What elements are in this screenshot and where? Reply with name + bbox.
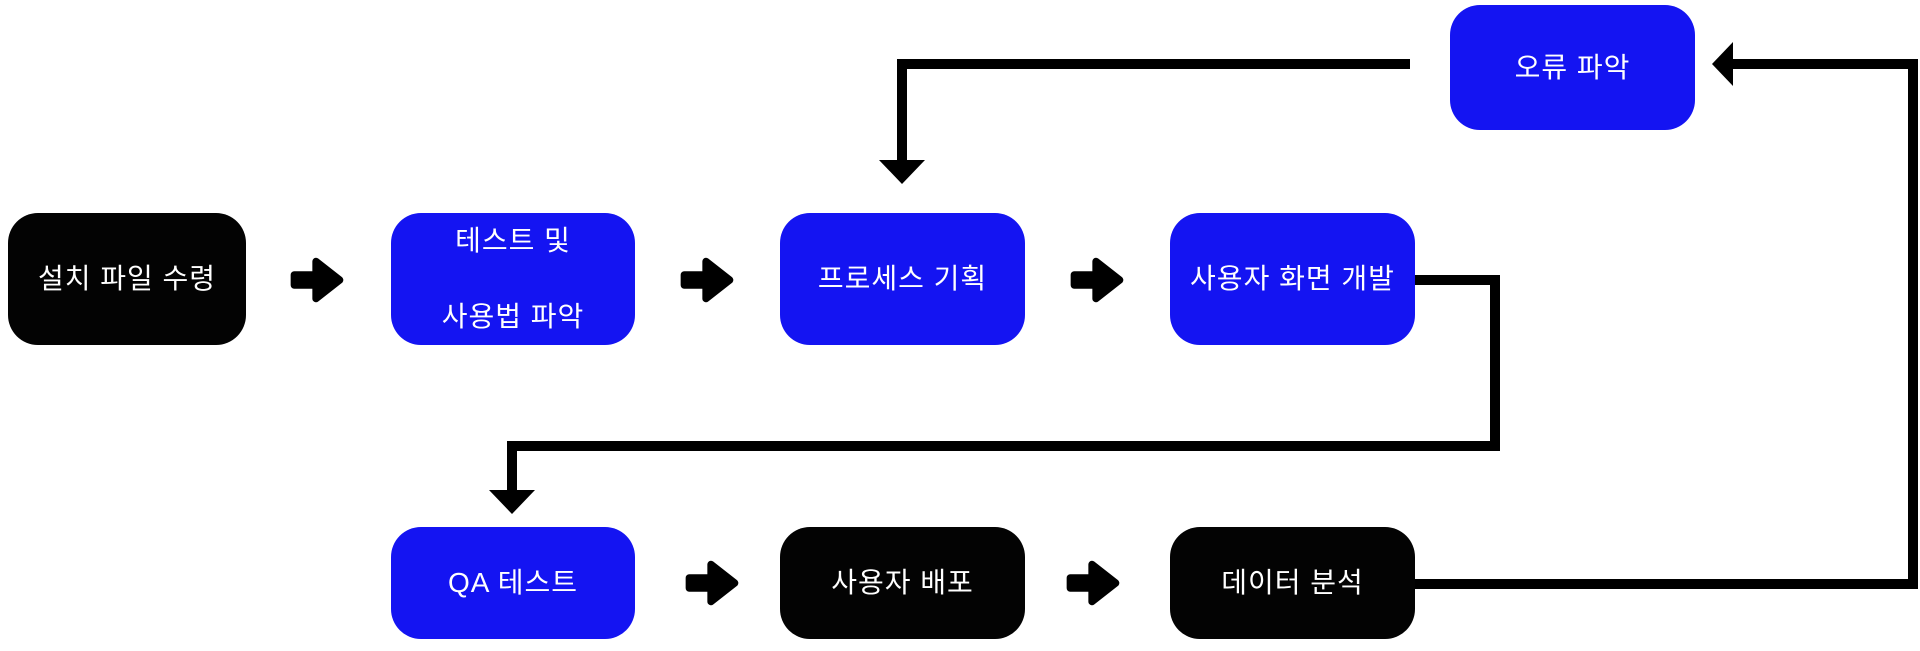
flow-arrow-icon [290, 257, 344, 303]
node-label: 설치 파일 수령 [37, 263, 217, 294]
node-label: 테스트 및 사용법 파악 [441, 225, 585, 332]
node-qa-test: QA 테스트 [391, 527, 635, 639]
connector-error-to-process-hline [897, 59, 1410, 69]
connector-error-to-process-vline [897, 59, 907, 160]
node-label: 프로세스 기획 [817, 263, 988, 294]
node-label: 사용자 화면 개발 [1190, 263, 1395, 294]
node-error-identification: 오류 파악 [1450, 5, 1695, 130]
flow-arrow-icon [1070, 257, 1124, 303]
node-label: 데이터 분석 [1221, 567, 1364, 598]
connector-uidev-to-qa-hline-2 [507, 441, 1500, 451]
connector-analysis-to-error-vline [1908, 59, 1918, 589]
node-data-analysis: 데이터 분석 [1170, 527, 1415, 639]
node-process-planning: 프로세스 기획 [780, 213, 1025, 345]
arrowhead-left-icon [1712, 42, 1733, 86]
node-label: 오류 파악 [1514, 51, 1631, 83]
connector-analysis-to-error-hline-bottom [1415, 579, 1918, 589]
flow-arrow-icon [685, 560, 739, 606]
connector-analysis-to-error-hline-top [1733, 59, 1913, 69]
flow-arrow-icon [1066, 560, 1120, 606]
connector-uidev-to-qa-vline-2 [507, 441, 517, 490]
arrowhead-down-icon [489, 490, 535, 514]
connector-uidev-to-qa-hline-1 [1415, 275, 1500, 285]
node-receive-install-file: 설치 파일 수령 [8, 213, 246, 345]
node-user-deployment: 사용자 배포 [780, 527, 1025, 639]
node-label: 사용자 배포 [831, 567, 974, 598]
node-label: QA 테스트 [448, 567, 578, 598]
node-test-and-usage: 테스트 및 사용법 파악 [391, 213, 635, 345]
node-ui-development: 사용자 화면 개발 [1170, 213, 1415, 345]
flow-arrow-icon [680, 257, 734, 303]
connector-uidev-to-qa-vline-1 [1490, 275, 1500, 451]
arrowhead-down-icon [879, 160, 925, 184]
